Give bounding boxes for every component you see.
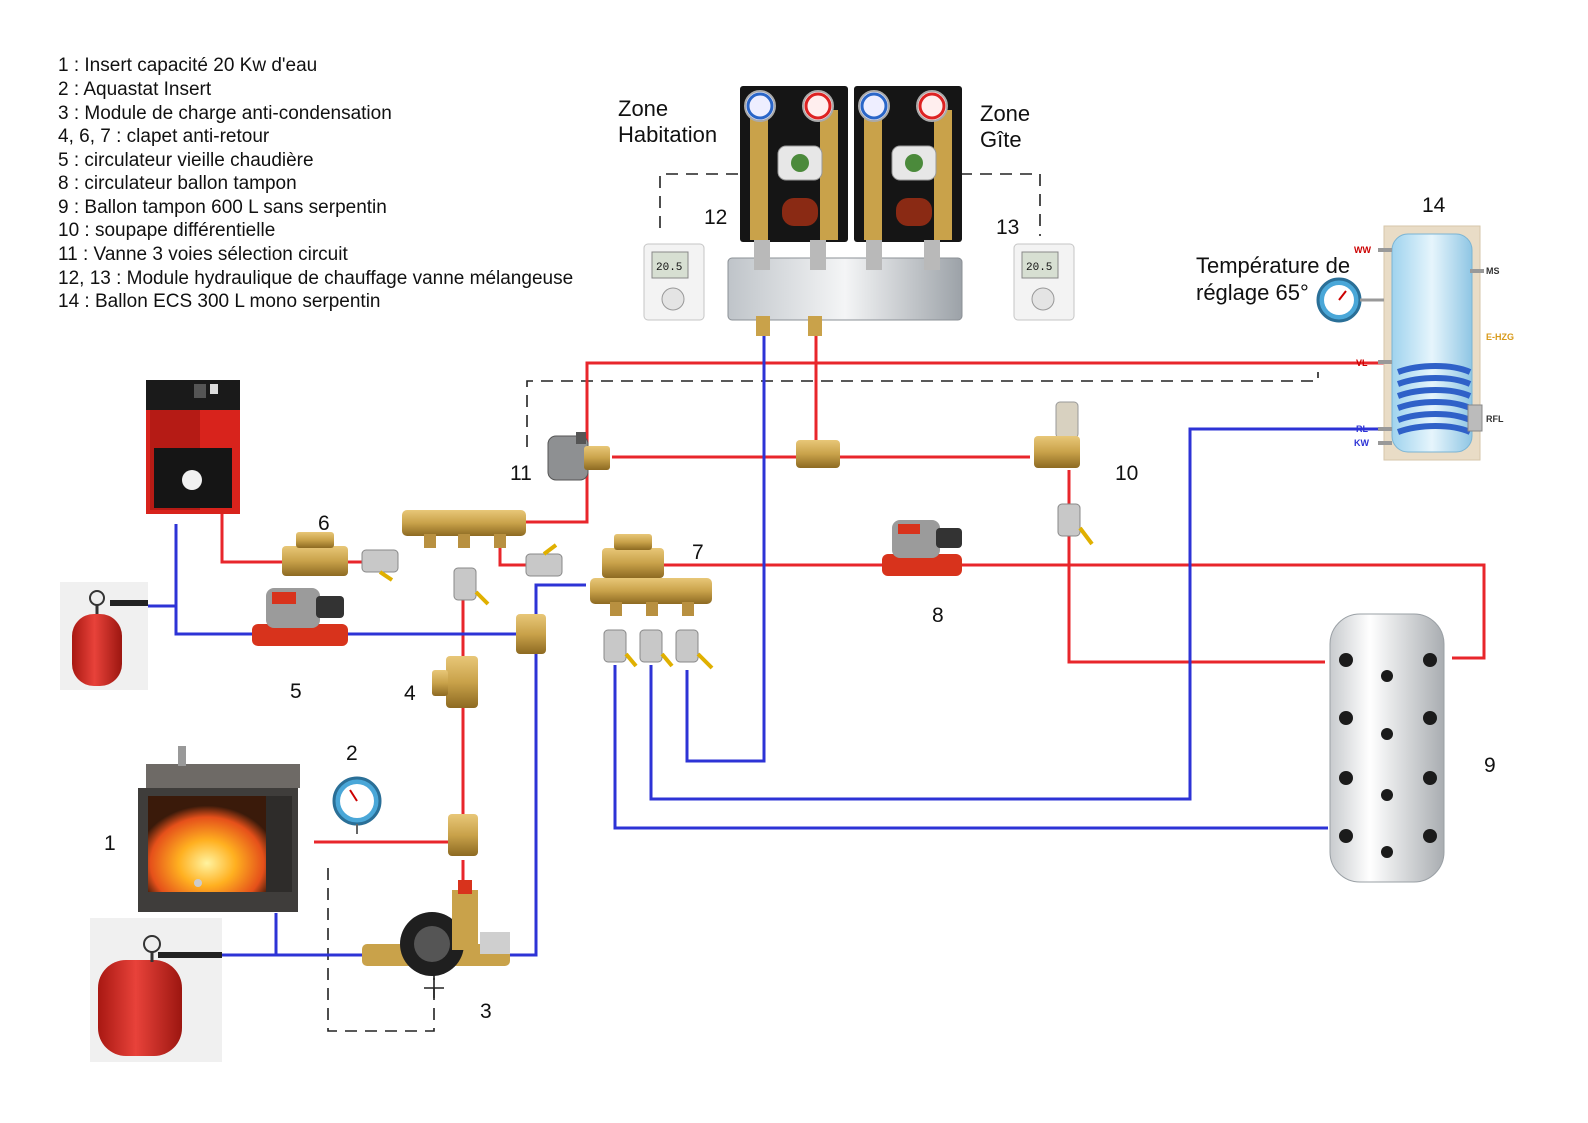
component-number: 5 bbox=[290, 680, 302, 703]
differential-valve-10 bbox=[1034, 401, 1080, 468]
legend-item: 1 : Insert capacité 20 Kw d'eau bbox=[58, 55, 317, 76]
legend-item: 3 : Module de charge anti-condensation bbox=[58, 103, 392, 124]
legend-item: 10 : soupape différentielle bbox=[58, 220, 275, 241]
tee-fitting bbox=[796, 440, 840, 468]
manifold-cold bbox=[590, 578, 712, 616]
check-valve-7 bbox=[602, 534, 664, 578]
component-number: 8 bbox=[932, 604, 944, 627]
component-number: 13 bbox=[996, 216, 1019, 239]
component-number: 7 bbox=[692, 541, 704, 564]
circulator-pump-5 bbox=[252, 588, 348, 646]
ball-valve bbox=[639, 629, 674, 668]
hydraulic-module-13 bbox=[854, 86, 962, 242]
ball-valve bbox=[603, 629, 638, 668]
component-number: 11 bbox=[510, 462, 532, 485]
buffer-tank-9 bbox=[1329, 613, 1445, 883]
thermostat-display: 20.5 bbox=[656, 262, 682, 274]
legend-item: 2 : Aquastat Insert bbox=[58, 79, 212, 100]
thermostat-display: 20.5 bbox=[1026, 262, 1052, 274]
fireplace-insert bbox=[138, 746, 300, 912]
zone-gite-label: Gîte bbox=[980, 127, 1022, 152]
component-number: 10 bbox=[1115, 462, 1138, 485]
check-valve-4 bbox=[432, 656, 478, 708]
ecs-setpoint-label: réglage 65° bbox=[1196, 280, 1309, 305]
zone-habitation-label: Habitation bbox=[618, 122, 717, 147]
legend-item: 12, 13 : Module hydraulique de chauffage… bbox=[58, 268, 573, 289]
control-wiring bbox=[327, 173, 1319, 1032]
tank-port-label: MS bbox=[1486, 266, 1500, 276]
component-number: 2 bbox=[346, 742, 358, 765]
three-way-valve-11 bbox=[547, 432, 610, 481]
thermostat-gite: 20.5 bbox=[1013, 243, 1075, 321]
zone-gite-label: Zone bbox=[980, 101, 1030, 126]
component-number: 1 bbox=[104, 832, 116, 855]
tank-port-label: WW bbox=[1354, 245, 1371, 255]
component-number: 3 bbox=[480, 1000, 492, 1023]
check-valve-6 bbox=[282, 532, 348, 576]
ball-valve bbox=[1057, 503, 1094, 546]
component-number: 6 bbox=[318, 512, 330, 535]
component-number: 9 bbox=[1484, 754, 1496, 777]
ecs-thermometer bbox=[1316, 277, 1384, 323]
manifold-hot bbox=[402, 510, 526, 548]
component-number: 14 bbox=[1422, 194, 1446, 217]
legend-item: 4, 6, 7 : clapet anti-retour bbox=[58, 126, 270, 147]
component-number: 4 bbox=[404, 682, 416, 705]
old-boiler bbox=[146, 380, 240, 514]
aquastat-dial bbox=[332, 776, 382, 834]
tank-port-label: E-HZG bbox=[1486, 332, 1514, 342]
charging-module-3 bbox=[362, 880, 510, 976]
tank-port-label: RFL bbox=[1486, 414, 1504, 424]
hydraulic-manifold bbox=[727, 240, 963, 336]
ball-valve bbox=[675, 629, 714, 670]
circulator-pump-8 bbox=[882, 520, 962, 576]
expansion-vessel-boiler bbox=[60, 582, 148, 690]
legend: 1 : Insert capacité 20 Kw d'eau 2 : Aqua… bbox=[58, 55, 573, 312]
tee-fitting bbox=[516, 614, 546, 654]
ecs-setpoint-label: Température de bbox=[1196, 253, 1350, 278]
tee-fitting bbox=[448, 814, 478, 856]
tank-port-label: VL bbox=[1356, 358, 1368, 368]
legend-item: 11 : Vanne 3 voies sélection circuit bbox=[58, 244, 348, 265]
tank-port-label: RL bbox=[1356, 424, 1368, 434]
ecs-tank: WW MS VL RL KW E-HZG RFL bbox=[1354, 225, 1514, 461]
component-numbers: 1 2 3 4 5 6 7 8 9 10 11 12 13 14 bbox=[104, 194, 1496, 1023]
legend-item: 14 : Ballon ECS 300 L mono serpentin bbox=[58, 291, 381, 312]
thermostat-habitation: 20.5 bbox=[643, 243, 705, 321]
ball-valve bbox=[361, 549, 399, 582]
hydraulic-module-12 bbox=[740, 86, 848, 242]
expansion-vessel-insert bbox=[90, 918, 222, 1062]
hot-pipes bbox=[220, 320, 1486, 880]
cold-pipes bbox=[148, 330, 1383, 957]
ball-valve bbox=[525, 543, 563, 577]
zone-habitation-label: Zone bbox=[618, 96, 668, 121]
legend-item: 5 : circulateur vieille chaudière bbox=[58, 150, 314, 171]
component-number: 12 bbox=[704, 206, 727, 229]
ball-valve bbox=[453, 567, 490, 606]
legend-item: 8 : circulateur ballon tampon bbox=[58, 173, 297, 194]
legend-item: 9 : Ballon tampon 600 L sans serpentin bbox=[58, 197, 387, 218]
tank-port-label: KW bbox=[1354, 438, 1369, 448]
